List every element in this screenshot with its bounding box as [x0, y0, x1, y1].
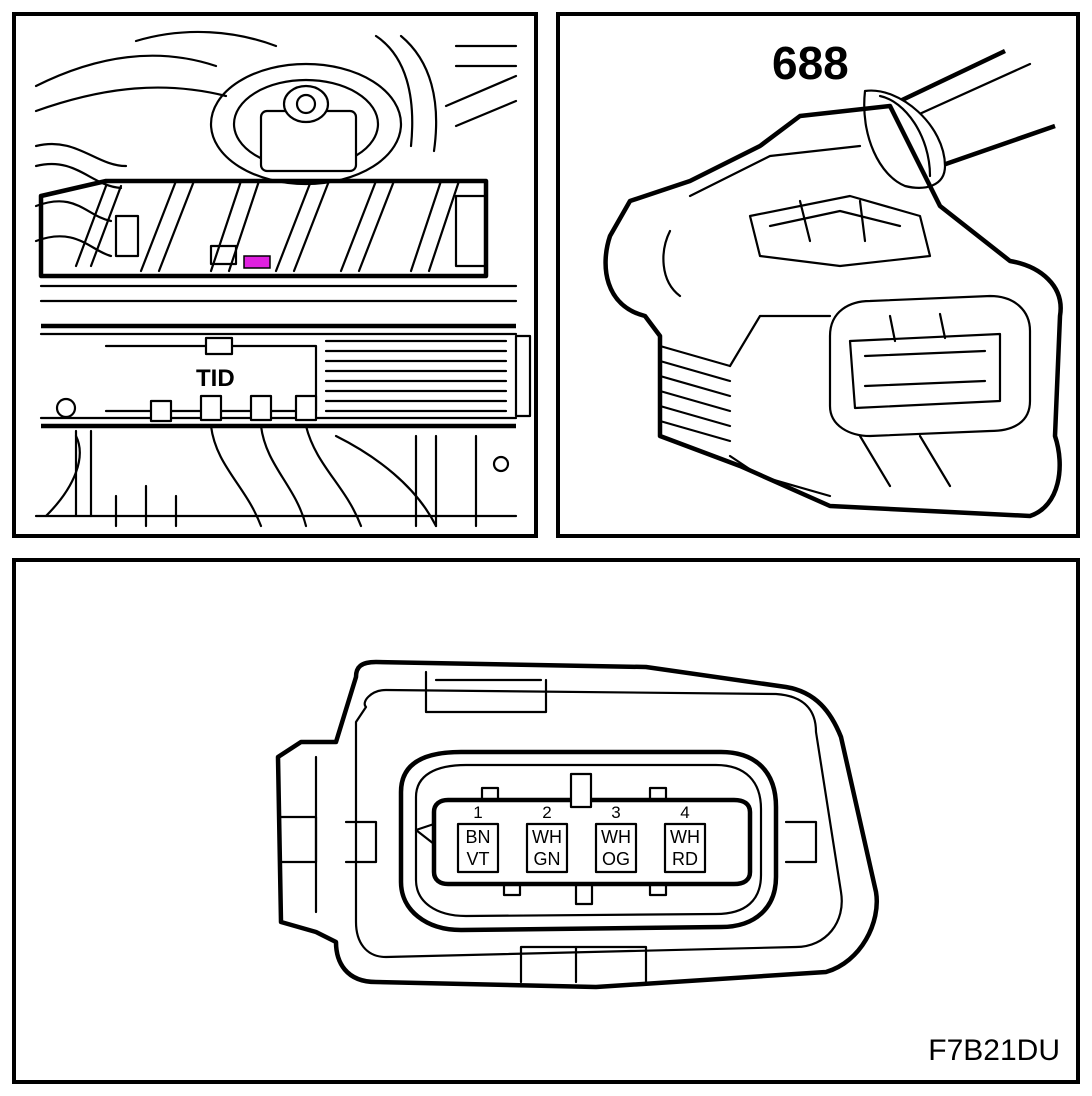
- pin-1: 1 BN VT: [456, 803, 500, 874]
- connector-number: 688: [772, 37, 849, 89]
- pin-number: 4: [680, 803, 689, 822]
- wire-color-top: WH: [670, 827, 700, 847]
- intake-runners: [74, 179, 461, 273]
- connector-drawing: [603, 48, 1063, 519]
- side-ribs: [658, 344, 732, 443]
- wire-color-top: WH: [601, 827, 631, 847]
- wire-color-top: BN: [465, 827, 490, 847]
- wire-color-bottom: RD: [672, 849, 698, 869]
- pin-2: 2 WH GN: [525, 803, 569, 874]
- pin-number: 2: [542, 803, 551, 822]
- pin-3: 3 WH OG: [594, 803, 638, 874]
- connector-face-drawing: 1 BN VT 2 WH GN 3 WH OG 4 WH RD: [275, 659, 879, 990]
- pin-number: 3: [611, 803, 620, 822]
- wire-color-bottom: GN: [534, 849, 561, 869]
- tid-label: TID: [196, 365, 235, 392]
- connector-face-view: 1 BN VT 2 WH GN 3 WH OG 4 WH RD F7B21DU: [12, 558, 1080, 1084]
- pin-number: 1: [473, 803, 482, 822]
- wire-color-bottom: VT: [466, 849, 489, 869]
- wire-color-bottom: OG: [602, 849, 630, 869]
- ignition-cassette-ribs: [324, 339, 508, 413]
- wire-color-top: WH: [532, 827, 562, 847]
- engine-location-view: TID: [12, 12, 538, 538]
- engine-bay-drawing: TID: [34, 30, 532, 528]
- pin-4: 4 WH RD: [663, 803, 707, 874]
- highlighted-connector: [243, 255, 271, 269]
- connector-view: 688: [556, 12, 1080, 538]
- figure-id: F7B21DU: [928, 1034, 1060, 1067]
